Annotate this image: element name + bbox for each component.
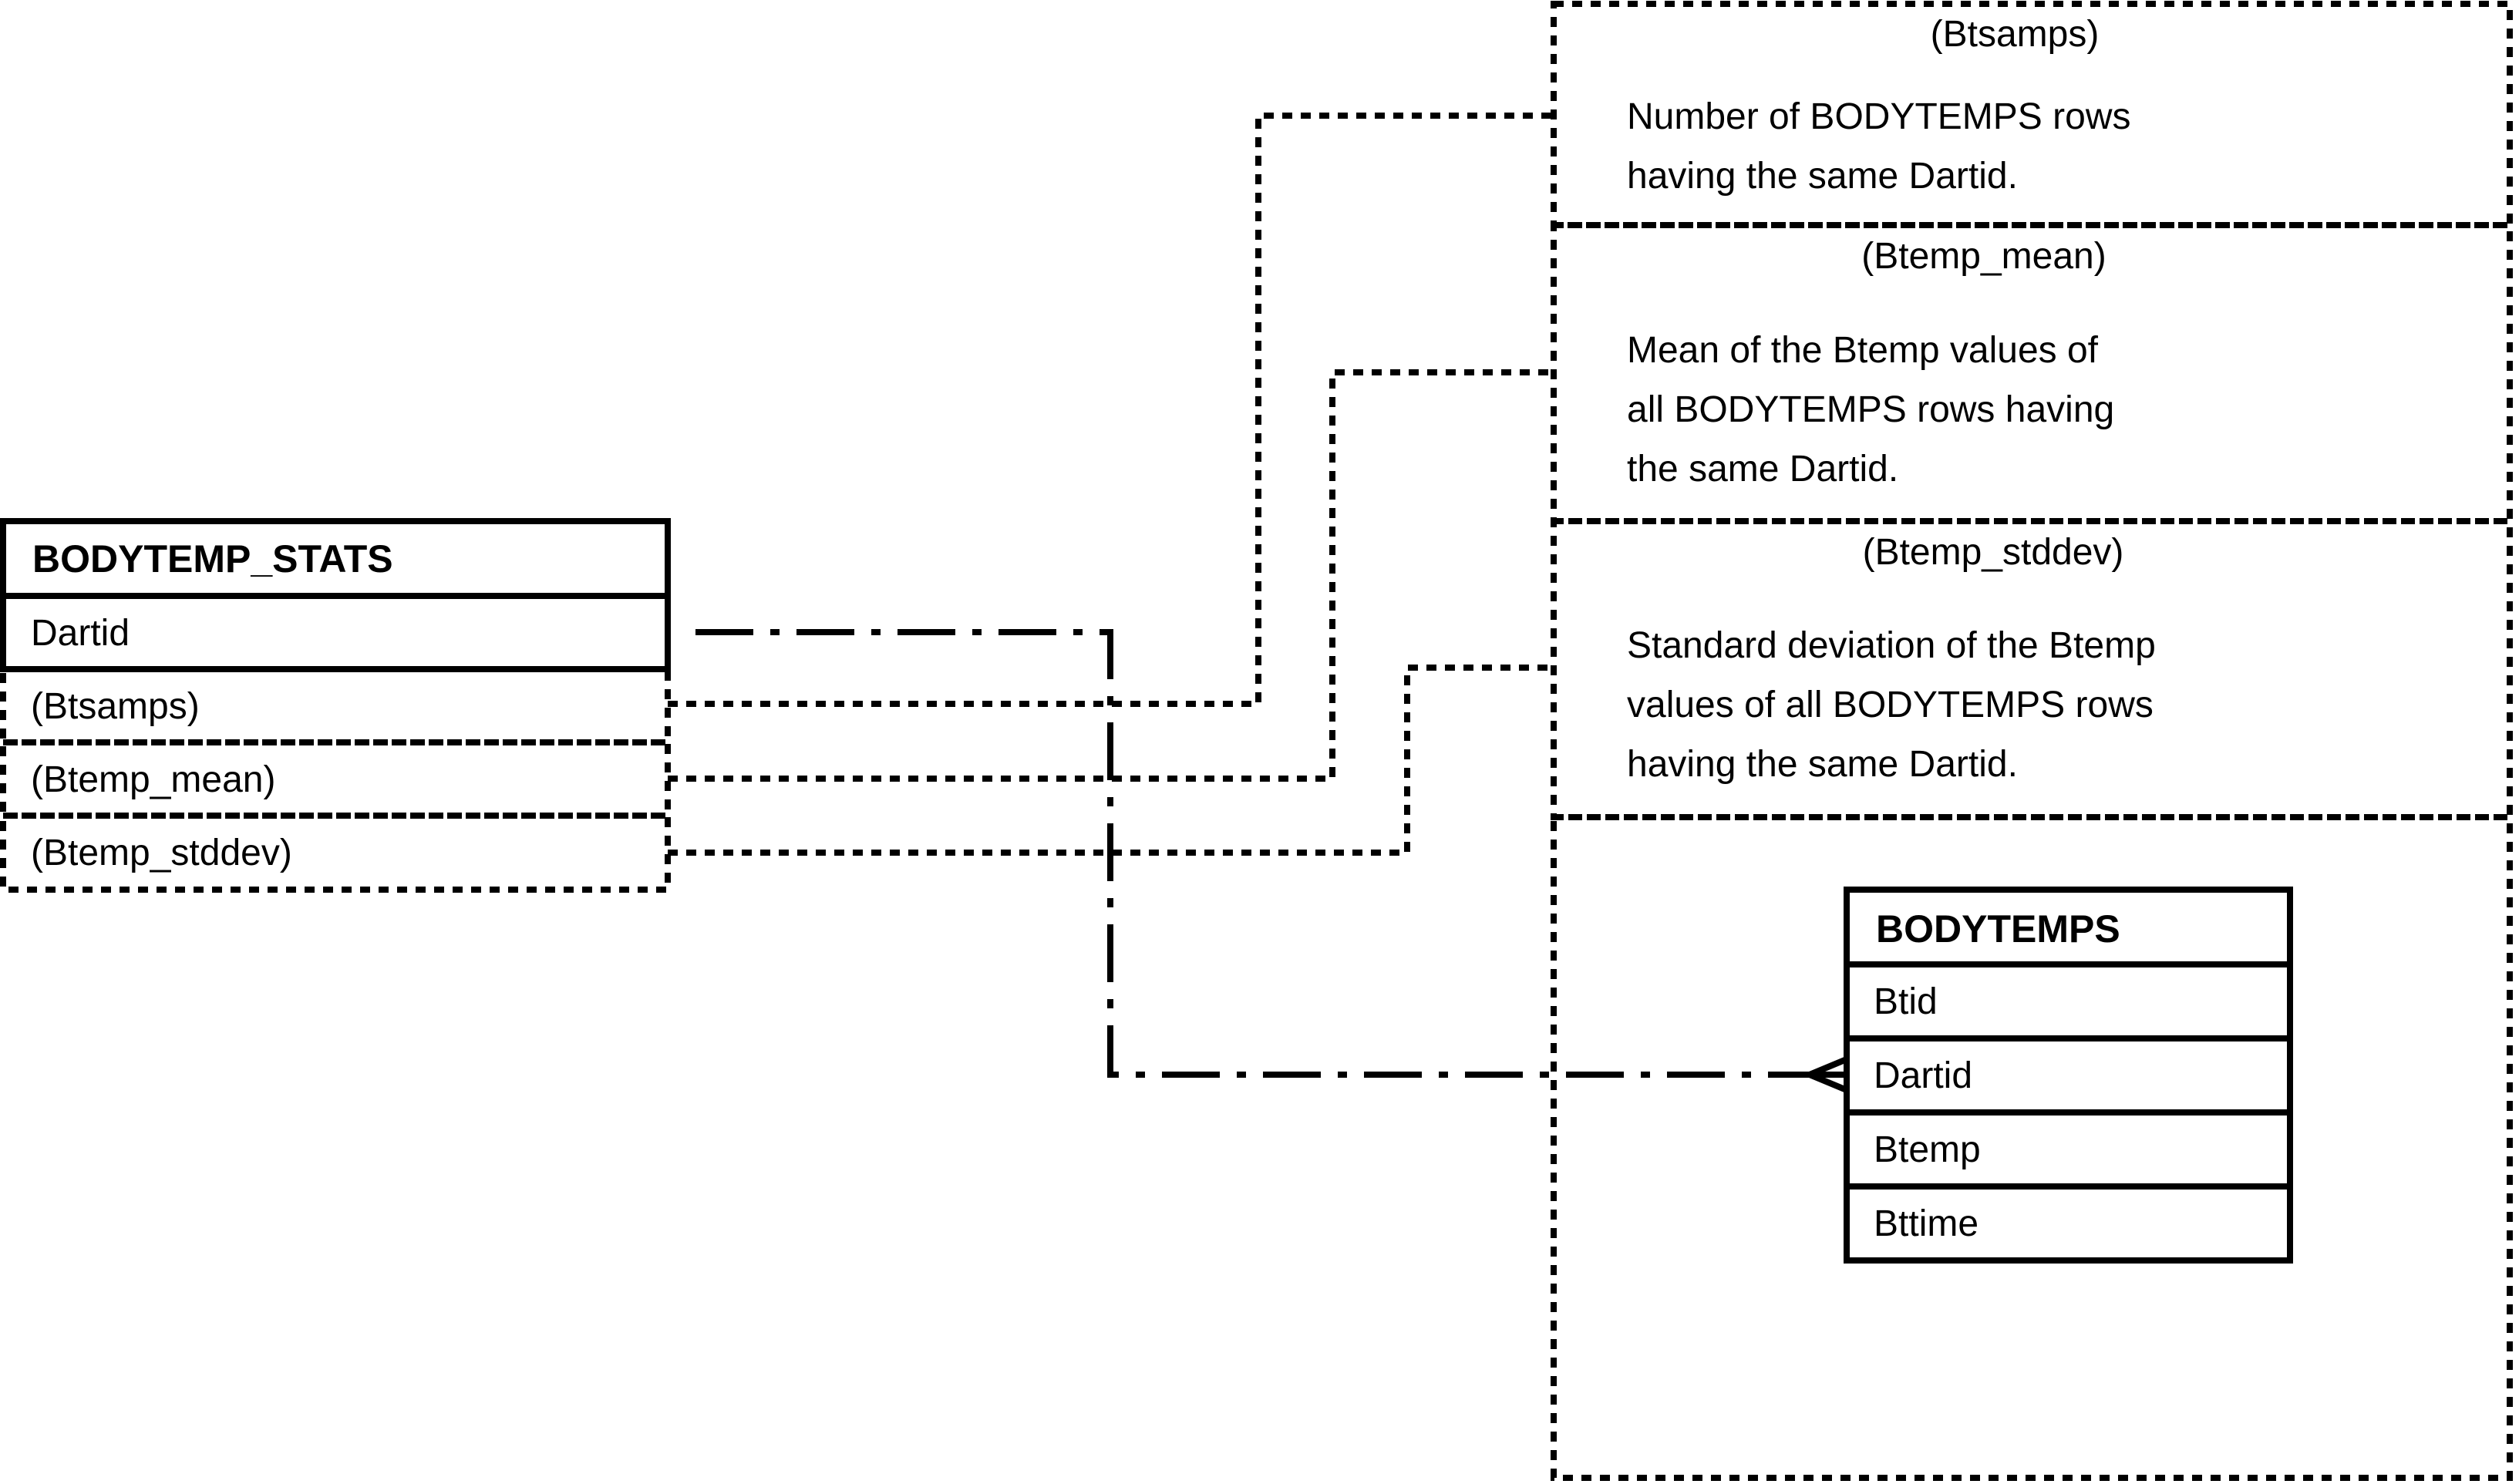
note-title: (Btemp_mean) [1861, 236, 2106, 277]
relationship-path [695, 629, 1847, 1078]
entity-attribute: Dartid [31, 613, 130, 654]
connector-btemp-mean [668, 369, 1554, 782]
note-line: having the same Dartid. [1627, 744, 2018, 785]
relationship-line [695, 629, 1847, 1078]
connector-btsamps [668, 113, 1554, 707]
note-btsamps: (Btsamps) Number of BODYTEMPS rows havin… [1627, 14, 2130, 197]
entity-attribute: (Btemp_mean) [31, 759, 275, 800]
note-line: all BODYTEMPS rows having [1627, 389, 2114, 430]
note-line: Number of BODYTEMPS rows [1627, 96, 2130, 137]
note-panels [1551, 1, 2513, 1481]
crows-foot-icon [1808, 1056, 1848, 1093]
note-line: having the same Dartid. [1627, 156, 2018, 197]
note-title: (Btsamps) [1931, 14, 2100, 55]
entity-attribute: Btemp [1874, 1129, 1981, 1170]
note-btemp-stddev: (Btemp_stddev) Standard deviation of the… [1627, 532, 2156, 785]
note-line: Mean of the Btemp values of [1627, 330, 2099, 371]
note-line: the same Dartid. [1627, 449, 1898, 490]
entity-attribute: (Btemp_stddev) [31, 833, 292, 873]
entity-bodytemps: BODYTEMPS Btid Dartid Btemp Bttime [1844, 887, 2293, 1264]
note-title: (Btemp_stddev) [1863, 532, 2124, 573]
entity-attribute: Bttime [1874, 1203, 1978, 1244]
entity-title: BODYTEMPS [1876, 907, 2120, 951]
note-btemp-stddev-frame [1551, 518, 2513, 820]
note-btemp-mean: (Btemp_mean) Mean of the Btemp values of… [1627, 236, 2114, 490]
note-bodytemps-frame [1551, 814, 2513, 1481]
note-btsamps-frame [1551, 1, 2513, 228]
entity-row-key [0, 593, 671, 672]
entity-row [1844, 1183, 2293, 1264]
entity-attribute: (Btsamps) [31, 686, 200, 727]
note-line: Standard deviation of the Btemp [1627, 625, 2156, 666]
entity-attribute: Btid [1874, 981, 1938, 1022]
entity-attribute: Dartid [1874, 1055, 1972, 1096]
note-line: values of all BODYTEMPS rows [1627, 685, 2154, 725]
entity-bodytemp-stats: BODYTEMP_STATS Dartid (Btsamps) (Btemp_m… [0, 518, 671, 893]
note-btemp-mean-frame [1551, 222, 2513, 524]
entity-title: BODYTEMP_STATS [32, 537, 393, 580]
